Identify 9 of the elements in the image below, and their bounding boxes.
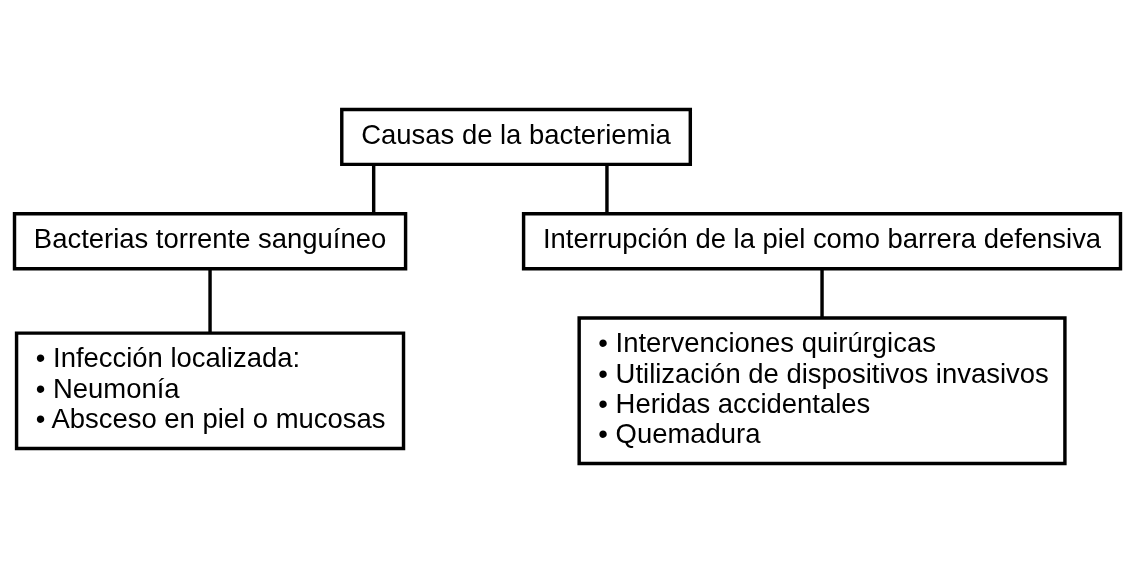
- connector: [208, 268, 212, 333]
- connector: [820, 268, 824, 318]
- connector: [371, 164, 376, 214]
- node-box: Causas de la bacteriemia: [340, 107, 693, 166]
- node-box: • Infección localizada: • Neumonía • Absceso en piel o mucosas: [14, 330, 406, 450]
- node-box: Bacterias torrente sanguíneo: [12, 211, 408, 270]
- node-box: Interrupción de la piel como barrera defensiva: [521, 211, 1123, 270]
- node-box: • Intervenciones quirúrgicas • Utilización de dispositivos invasivos • Heridas accidentales • Quemadura: [577, 315, 1067, 465]
- connector: [605, 164, 609, 214]
